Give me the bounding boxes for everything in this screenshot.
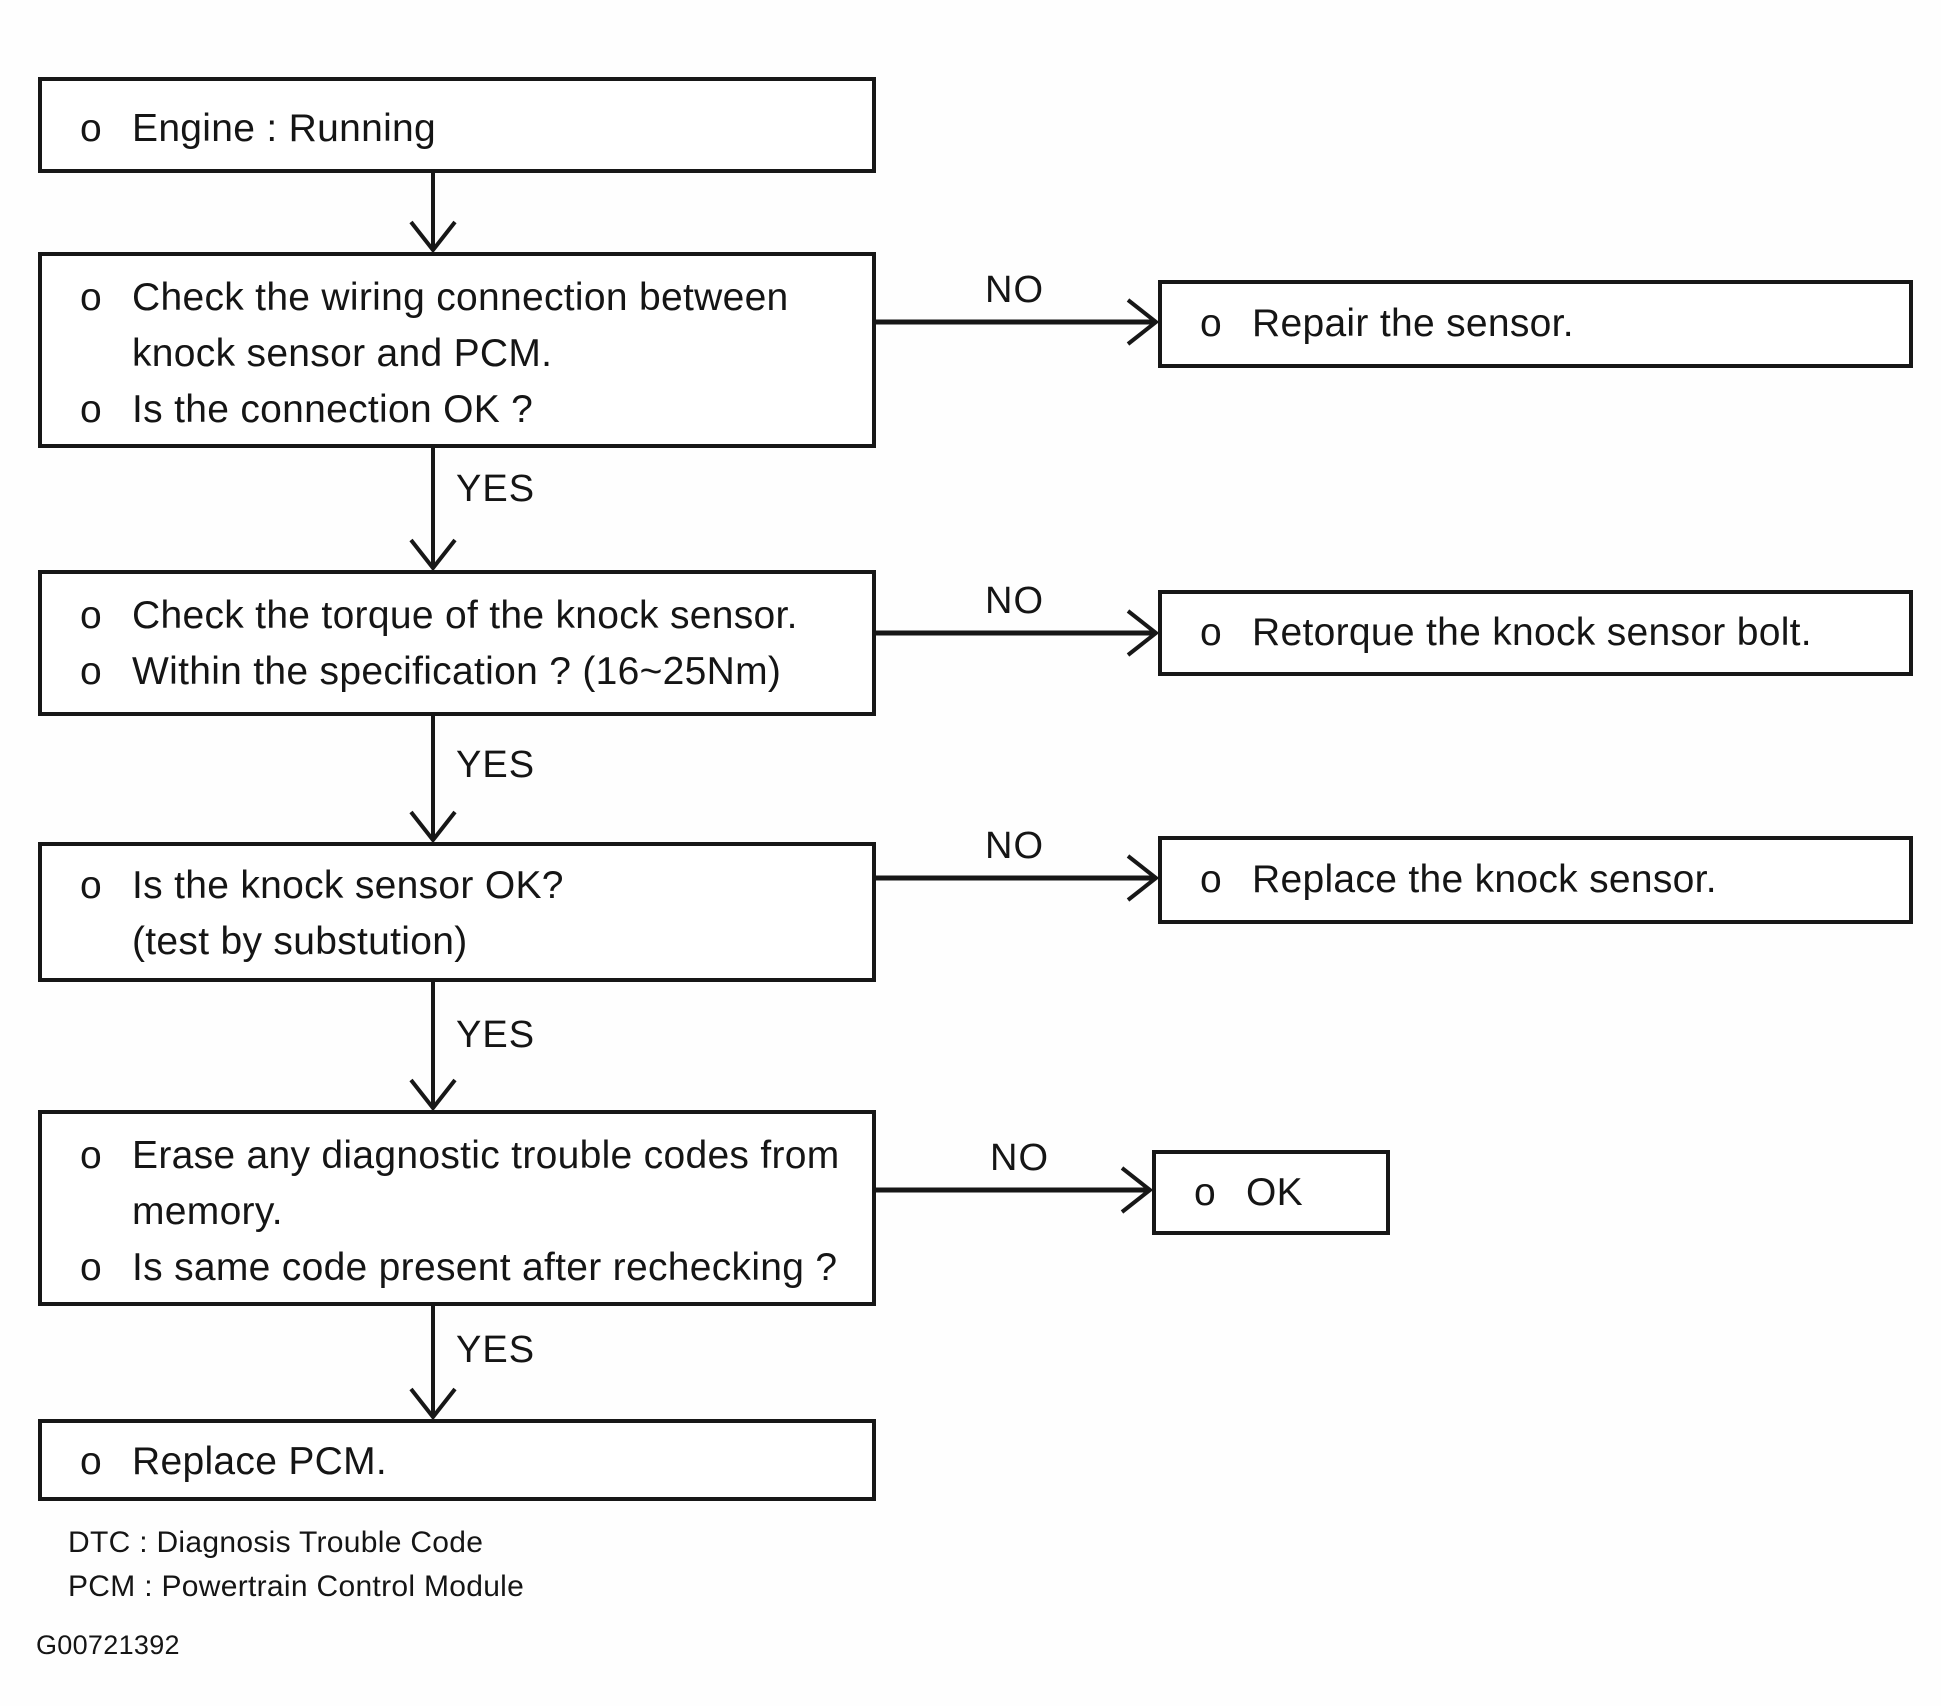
step-text: Check the torque of the knock sensor. <box>132 594 798 637</box>
bullet: o <box>1200 858 1222 901</box>
step-text: Erase any diagnostic trouble codes from <box>132 1134 840 1177</box>
no-label-1: NO <box>985 269 1044 311</box>
bullet: o <box>1194 1170 1216 1214</box>
arrow-right-erase-to-ok <box>876 1166 1154 1214</box>
action-line: o Repair the sensor. <box>1162 296 1584 352</box>
step-box-knock-sensor-ok: o Is the knock sensor OK? (test by subst… <box>38 842 876 982</box>
step-line: o Within the specification ? (16~25Nm) <box>80 644 862 700</box>
step-line: (test by substution) <box>80 914 862 970</box>
arrow-down-engine-to-wiring <box>409 173 457 254</box>
arrow-right-torque-to-retorque <box>876 609 1160 657</box>
step-text: Is the knock sensor OK? <box>132 864 564 907</box>
bullet: o <box>80 1440 102 1483</box>
legend-pcm: PCM : Powertrain Control Module <box>68 1570 525 1603</box>
no-label-4: NO <box>990 1137 1049 1179</box>
arrow-right-wiring-to-repair <box>876 298 1160 346</box>
arrow-down-sensor-ok-to-erase <box>409 982 457 1112</box>
step-box-replace-pcm: o Replace PCM. <box>38 1419 876 1501</box>
step-box-engine-running: o Engine : Running <box>38 77 876 173</box>
step-text: Check the wiring connection between <box>132 276 789 319</box>
step-text: knock sensor and PCM. <box>132 332 553 375</box>
action-line: o Retorque the knock sensor bolt. <box>1162 605 1822 661</box>
bullet: o <box>80 594 102 637</box>
action-text: Replace the knock sensor. <box>1252 858 1717 901</box>
action-text: OK <box>1246 1170 1303 1214</box>
step-text: memory. <box>132 1190 283 1233</box>
bullet: o <box>80 650 102 693</box>
step-text: Engine : Running <box>132 107 437 150</box>
step-text: Replace PCM. <box>132 1440 388 1483</box>
step-line: o Is same code present after rechecking … <box>80 1240 862 1296</box>
step-text: Is same code present after rechecking ? <box>132 1246 838 1289</box>
bullet: o <box>80 276 102 319</box>
yes-label-3: YES <box>456 1014 536 1056</box>
action-box-ok: o OK <box>1152 1150 1390 1235</box>
step-line: o Erase any diagnostic trouble codes fro… <box>80 1128 862 1184</box>
step-line: o Replace PCM. <box>80 1434 862 1490</box>
step-line: o Engine : Running <box>80 101 862 157</box>
step-box-erase-codes: o Erase any diagnostic trouble codes fro… <box>38 1110 876 1306</box>
action-text: Repair the sensor. <box>1252 302 1574 345</box>
yes-label-2: YES <box>456 744 536 786</box>
step-text: Is the connection OK ? <box>132 388 534 431</box>
action-box-retorque-bolt: o Retorque the knock sensor bolt. <box>1158 590 1913 676</box>
step-line: o Is the connection OK ? <box>80 382 862 438</box>
action-box-replace-knock-sensor: o Replace the knock sensor. <box>1158 836 1913 924</box>
arrow-down-wiring-to-torque <box>409 448 457 572</box>
figure-code: G00721392 <box>36 1630 180 1660</box>
step-line: memory. <box>80 1184 862 1240</box>
arrow-down-torque-to-sensor-ok <box>409 716 457 844</box>
bullet: o <box>80 107 102 150</box>
legend-dtc: DTC : Diagnosis Trouble Code <box>68 1526 484 1559</box>
bullet: o <box>1200 611 1222 654</box>
bullet: o <box>80 1246 102 1289</box>
bullet: o <box>80 388 102 431</box>
bullet: o <box>80 864 102 907</box>
action-line: o Replace the knock sensor. <box>1162 852 1727 908</box>
action-line: o OK <box>1156 1165 1313 1221</box>
action-box-repair-sensor: o Repair the sensor. <box>1158 280 1913 368</box>
step-line: o Is the knock sensor OK? <box>80 858 862 914</box>
step-line: o Check the torque of the knock sensor. <box>80 588 862 644</box>
step-box-check-wiring: o Check the wiring connection between kn… <box>38 252 876 448</box>
step-line: knock sensor and PCM. <box>80 326 862 382</box>
bullet: o <box>80 1134 102 1177</box>
step-box-check-torque: o Check the torque of the knock sensor. … <box>38 570 876 716</box>
no-label-3: NO <box>985 825 1044 867</box>
action-text: Retorque the knock sensor bolt. <box>1252 611 1812 654</box>
step-text: Within the specification ? (16~25Nm) <box>132 650 782 693</box>
arrow-down-erase-to-replace-pcm <box>409 1306 457 1421</box>
bullet: o <box>1200 302 1222 345</box>
arrow-right-sensor-ok-to-replace <box>876 854 1160 902</box>
step-line: o Check the wiring connection between <box>80 270 862 326</box>
yes-label-4: YES <box>456 1329 536 1371</box>
no-label-2: NO <box>985 580 1044 622</box>
yes-label-1: YES <box>456 468 536 510</box>
step-text: (test by substution) <box>132 920 468 963</box>
